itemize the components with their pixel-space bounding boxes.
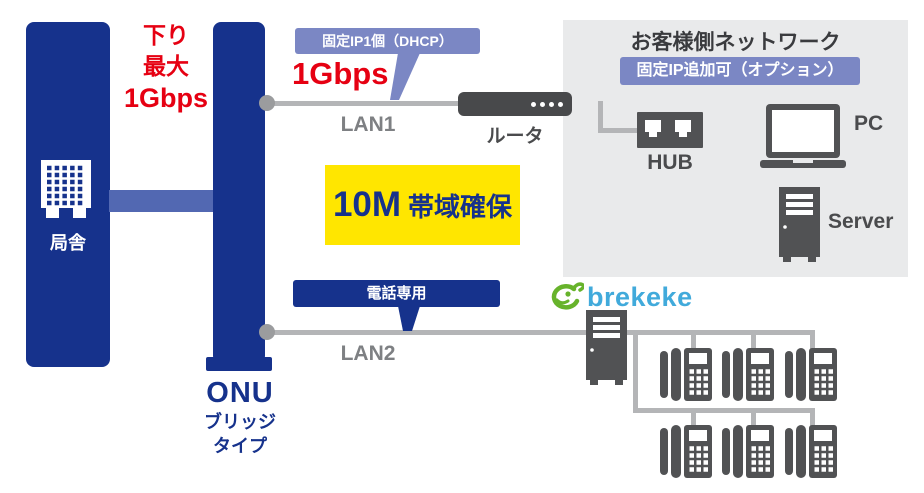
phone-only-badge: 電話専用: [293, 280, 500, 307]
central-office-label: 局舎: [50, 233, 86, 253]
phone-stub: [691, 408, 696, 427]
phone-badge-tail: [398, 306, 420, 331]
phone-icon: [722, 425, 774, 478]
phone-stub: [810, 408, 815, 427]
building-icon: [41, 160, 91, 218]
phone-icon: [660, 348, 712, 401]
onu-type-line2: タイプ: [213, 436, 267, 456]
fiber-connector: [109, 190, 214, 212]
phone-stub: [810, 330, 815, 350]
phone-icon: [660, 425, 712, 478]
dhcp-badge: 固定IP1個（DHCP）: [295, 28, 480, 54]
lan2-line: [265, 330, 815, 335]
phone-bus-bottom: [633, 408, 815, 413]
downlink-note: 下り 最大 1Gbps: [118, 20, 214, 114]
pbx-server-icon: [586, 310, 627, 386]
lan1-line: [265, 101, 600, 106]
bandwidth-label: 帯域確保: [408, 191, 513, 222]
phone-stub: [691, 330, 696, 350]
onu-name: ONU: [206, 377, 274, 409]
pc-icon: [760, 104, 846, 168]
hub-label: HUB: [647, 151, 693, 174]
onu-label-block: ONU ブリッジ タイプ: [170, 377, 310, 458]
dhcp-badge-tail: [390, 53, 420, 100]
fixed-ip-option-badge: 固定IP追加可（オプション）: [620, 57, 860, 85]
lan1-elbow-vertical-overlay: [598, 101, 603, 133]
phone-stub: [751, 408, 756, 427]
bandwidth-note: 10M 帯域確保: [325, 165, 520, 245]
pc-label: PC: [854, 112, 884, 135]
server-label: Server: [828, 210, 894, 233]
server-icon: [779, 187, 820, 263]
lan1-label: LAN1: [340, 113, 396, 136]
brekeke-frog-icon: [548, 281, 584, 313]
lan2-label: LAN2: [340, 342, 396, 365]
downlink-line1: 下り: [143, 22, 189, 48]
router-led-dots: [531, 101, 563, 107]
lan1-port-dot: [259, 95, 275, 111]
bandwidth-value: 10M: [332, 185, 402, 224]
onu-type-line1: ブリッジ: [204, 412, 276, 432]
lan1-speed: 1Gbps: [292, 56, 389, 91]
downlink-line3: 1Gbps: [123, 83, 209, 113]
phone-icon: [785, 425, 837, 478]
phone-icon: [722, 348, 774, 401]
onu-bar: [213, 22, 265, 358]
hub-icon: [637, 112, 703, 148]
lan2-port-dot: [259, 324, 275, 340]
brekeke-logo-text: brekeke: [587, 282, 693, 312]
phone-icon: [785, 348, 837, 401]
lan1-elbow-horizontal-overlay: [598, 128, 640, 133]
phone-stub: [751, 330, 756, 350]
router-icon: [458, 92, 572, 116]
router-label: ルータ: [486, 126, 544, 147]
phone-bus-vertical: [633, 330, 638, 413]
onu-base: [206, 357, 272, 371]
downlink-line2: 最大: [143, 53, 189, 79]
customer-network-title: お客様側ネットワーク: [630, 31, 841, 54]
